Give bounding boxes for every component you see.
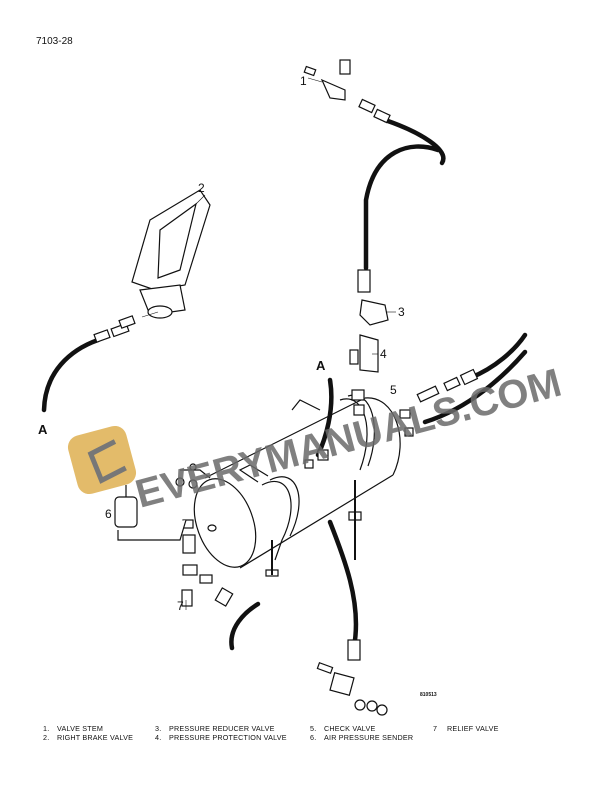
legend-item: 6. AIR PRESSURE SENDER [310,733,413,742]
legend-label: RELIEF VALVE [447,724,499,733]
legend-label: RIGHT BRAKE VALVE [57,733,134,742]
callout-6: 6 [105,507,112,521]
legend-item: 5. CHECK VALVE [310,724,413,733]
legend-col-2: 3. PRESSURE REDUCER VALVE 4. PRESSURE PROT… [155,724,287,742]
callout-3: 3 [398,305,405,319]
hose-left [41,337,101,413]
callout-5: 5 [390,383,397,397]
legend-col-4: 7 RELIEF VALVE [433,724,499,733]
callout-1: 1 [300,74,307,88]
legend-number: 5. [310,724,317,733]
brake-valve [118,189,211,329]
hose-bottom-left [229,601,261,651]
legend-label: CHECK VALVE [324,724,376,733]
hose-right-2 [422,349,528,425]
legend-col-3: 5. CHECK VALVE 6. AIR PRESSURE SENDER [310,724,413,742]
hose-right-1 [467,332,528,381]
figure-number: 810513 [420,692,437,698]
hose-top-return [363,144,441,271]
fittings [93,59,479,716]
callout-2: 2 [198,181,205,195]
watermark-text: EVERYMANUALS.COM [131,361,566,517]
air-pressure-sender [114,485,187,541]
watermark: EVERYMANUALS.COM [67,361,566,517]
air-tank [180,394,401,577]
legend-number: 7 [433,724,438,733]
legend-item: 7 RELIEF VALVE [433,724,499,733]
legend-item: 1. VALVE STEM [43,724,133,733]
callout-7: 7 [177,599,184,613]
legend-number: 2. [43,733,50,742]
legend-label: AIR PRESSURE SENDER [324,733,414,742]
legend-number: 3. [155,724,162,733]
legend-item: 3. PRESSURE REDUCER VALVE [155,724,287,733]
hose-top [382,117,446,166]
legend-label: PRESSURE PROTECTION VALVE [169,733,287,742]
legend-label: VALVE STEM [57,724,104,733]
legend-label: PRESSURE REDUCER VALVE [169,724,275,733]
watermark-logo [67,425,137,495]
legend-item: 2. RIGHT BRAKE VALVE [43,733,133,742]
legend-number: 4. [155,733,162,742]
legend-item: 4. PRESSURE PROTECTION VALVE [155,733,287,742]
legend-number: 1. [43,724,50,733]
legend-number: 6. [310,733,317,742]
leader-lines [141,77,396,610]
reference-a-center: A [316,358,326,373]
page-number: 7103-28 [36,36,73,47]
reference-a-left: A [38,422,48,437]
hose-bottom [327,519,359,643]
legend-col-1: 1. VALVE STEM 2. RIGHT BRAKE VALVE [43,724,133,742]
callout-4: 4 [380,347,387,361]
